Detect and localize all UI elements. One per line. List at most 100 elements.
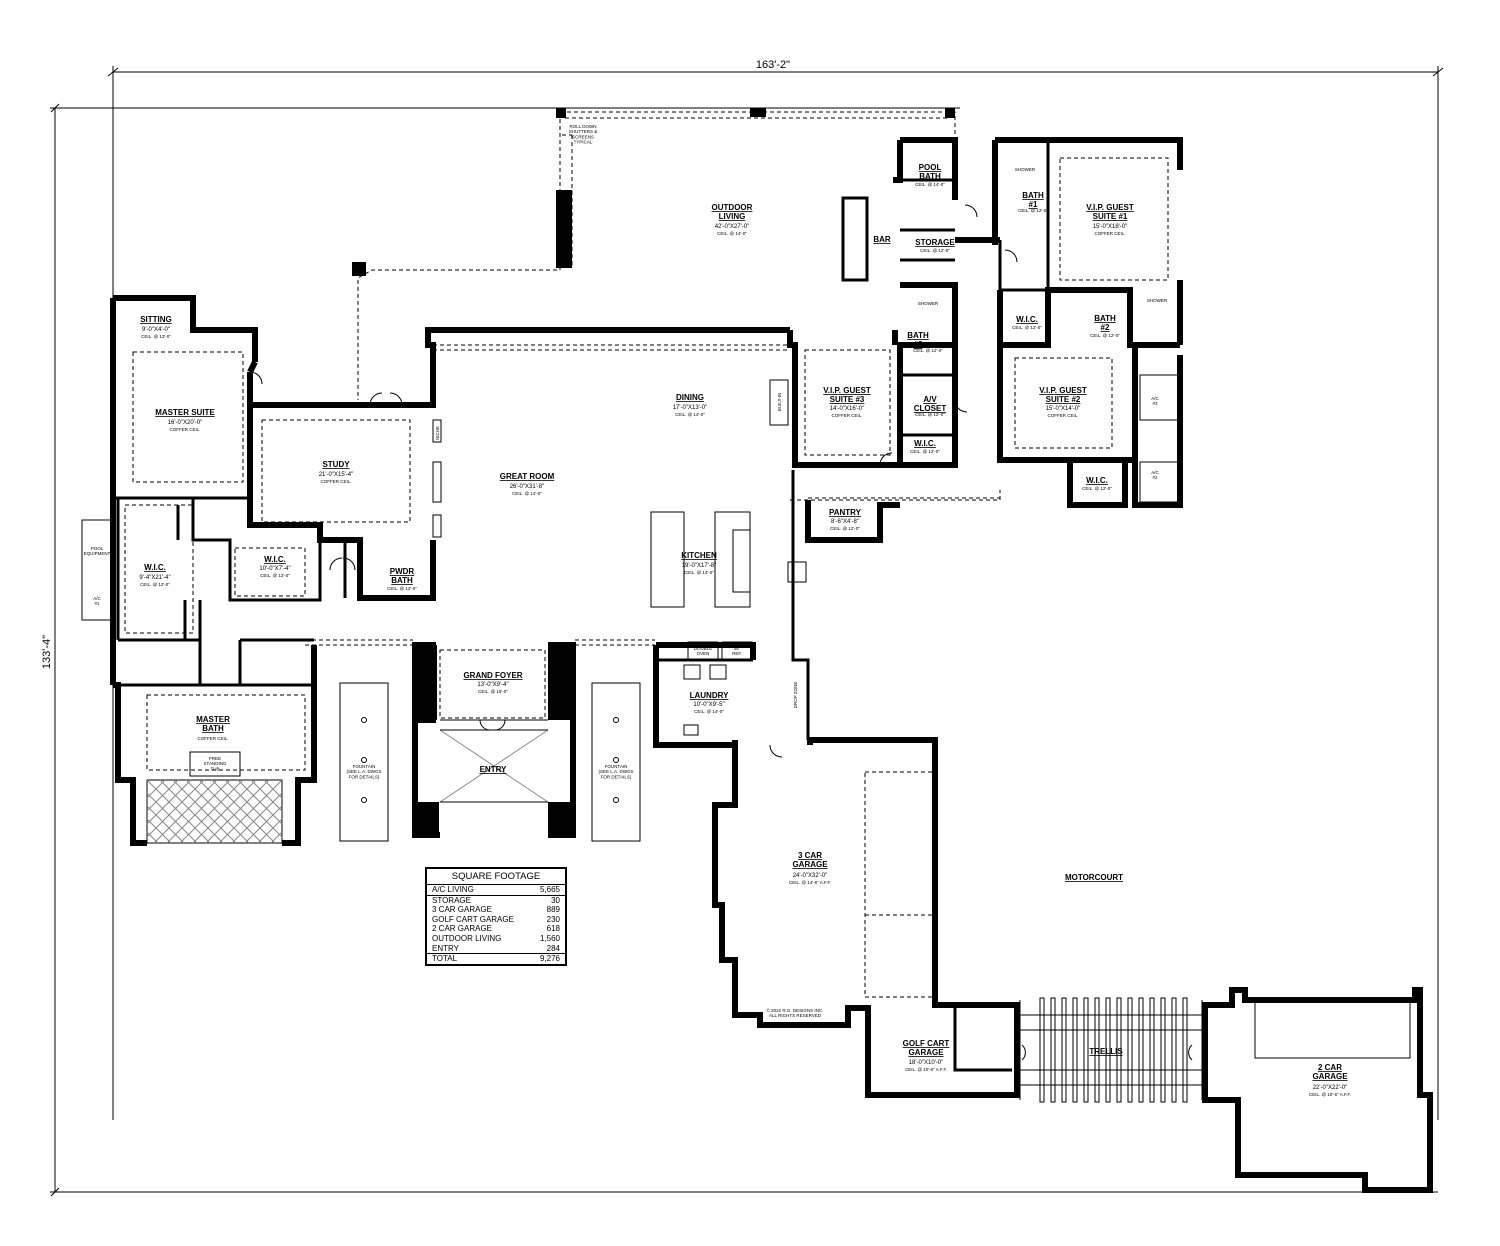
room-size: 22'-0"X22'-0"	[1313, 1085, 1348, 1091]
room-ceiling: COFFER CEIL.	[320, 479, 351, 484]
room-ceiling: COFFER CEIL.	[169, 427, 200, 432]
room-ceiling: CEIL. @ 12'-0"	[1012, 325, 1042, 330]
room-ceiling: CEIL. @ 12'-0"	[387, 586, 417, 591]
room-size: 24'-0"X32'-0"	[793, 873, 828, 879]
width-dimension: 163'-2"	[756, 59, 790, 71]
room-ceiling: CEIL. @ 12'-0"	[1082, 486, 1112, 491]
garage-walls	[712, 737, 1433, 1193]
room-size: 17'-0"X13'-0"	[673, 405, 708, 411]
room-name: KITCHEN	[681, 551, 717, 560]
main-house-walls	[110, 137, 1183, 846]
trellis	[1019, 997, 1203, 1103]
trellis-slat	[1116, 997, 1122, 1103]
room-size: 14'-0"X16'-0"	[830, 406, 865, 412]
room-name: W.I.C.	[1016, 315, 1038, 324]
room-name: MASTER SUITE	[155, 408, 215, 417]
dimension-lines: 163'-2" 133'-4"	[41, 59, 1444, 1197]
trellis-slat	[1160, 997, 1166, 1103]
ac-2-note: A/C#2	[1151, 470, 1159, 480]
room-name: MOTORCOURT	[1065, 873, 1123, 882]
shower-note: SHOWER	[1147, 298, 1168, 303]
room-name: STORAGE	[915, 238, 955, 247]
master-bath-planter	[146, 751, 283, 844]
room-ceiling: CEIL. @ 18'-0"	[478, 689, 508, 694]
room-ceiling: COFFER CEIL.	[197, 736, 228, 741]
kitchen-fixtures	[650, 511, 807, 736]
room-ceiling: CEIL. @ 12'-0"	[260, 573, 290, 578]
room-ceiling: CEIL. @ 12'-0"	[830, 526, 860, 531]
built-in-note: BUILT-IN	[777, 393, 782, 411]
room-ceiling: COFFER CEIL.	[1094, 231, 1125, 236]
coffer-outlines	[124, 157, 1169, 771]
trellis-slat	[1149, 997, 1155, 1103]
drop-zone-note: DROP ZONE	[793, 682, 798, 709]
table-row: OUTDOOR LIVING 1,560	[432, 933, 560, 943]
trellis-slat	[1171, 997, 1177, 1103]
shower-note: SHOWER	[1015, 167, 1036, 172]
room-size: 42'-0"X27'-0"	[715, 224, 750, 230]
entry-portico	[439, 719, 549, 803]
ref-note: 48"REF.	[732, 646, 742, 656]
room-name: W.I.C.	[264, 555, 286, 564]
room-size: 9'-4"X21'-4"	[139, 575, 170, 581]
room-ceiling: CEIL. @ 10'-6" A.F.F.	[905, 1067, 947, 1072]
door-swings	[249, 204, 1193, 1061]
trellis-slat	[1138, 997, 1144, 1103]
depth-dimension: 133'-4"	[41, 635, 53, 669]
room-name: GREAT ROOM	[500, 472, 555, 481]
table-row: GOLF CART GARAGE 230	[432, 914, 560, 924]
interior-walls	[113, 140, 1050, 740]
room-ceiling: CEIL. @ 14'-0"	[717, 231, 747, 236]
shower-note: SHOWER	[918, 301, 939, 306]
trellis-slat	[1182, 997, 1188, 1103]
room-ceiling: CEIL. @ 13'-0"	[141, 334, 171, 339]
room-ceiling: CEIL. @ 12'-0"	[920, 248, 950, 253]
trellis-slat	[1050, 997, 1056, 1103]
trellis-slat	[1094, 997, 1100, 1103]
room-name: BAR	[873, 235, 891, 244]
trellis-slat	[1039, 997, 1045, 1103]
room-size: 15'-0"X14'-0"	[1046, 406, 1081, 412]
trellis-slat	[1105, 997, 1111, 1103]
room-name: W.I.C.	[144, 563, 166, 572]
room-name: LAUNDRY	[690, 691, 729, 700]
built-in-note: BUILT-IN	[552, 671, 557, 689]
room-ceiling: COFFER CEIL.	[1047, 413, 1078, 418]
table-row: STORAGE 30	[432, 895, 560, 905]
room-size: 10'-0"X7'-4"	[259, 566, 290, 572]
copyright-note: © 2022 R.G. DESIGNS INC.ALL RIGHTS RESER…	[767, 1007, 824, 1018]
room-ceiling: CEIL. @ 12'-0"	[1018, 208, 1048, 213]
room-ceiling: CEIL. @ 14'-6" A.F.F.	[789, 880, 831, 885]
outdoor-living-area	[352, 108, 956, 400]
square-footage-table: SQUARE FOOTAGE A/C LIVING 5,665 STORAGE …	[425, 867, 567, 966]
room-ceiling: CEIL. @ 10'-6" A.F.F.	[1309, 1092, 1351, 1097]
room-name: PANTRY	[829, 508, 862, 517]
trellis-slat	[1083, 997, 1089, 1103]
room-ceiling: CEIL. @ 14'-0"	[684, 570, 714, 575]
room-name: ENTRY	[480, 765, 507, 774]
room-ceiling: CEIL. @ 14'-0"	[512, 491, 542, 496]
room-size: 13'-0"X9'-4"	[477, 682, 508, 688]
fountains	[339, 682, 641, 842]
room-size: 19'-0"X17'-8"	[682, 563, 717, 569]
room-name: BATH#3	[907, 331, 929, 349]
room-ceiling: CEIL. @ 12'-0"	[913, 348, 943, 353]
